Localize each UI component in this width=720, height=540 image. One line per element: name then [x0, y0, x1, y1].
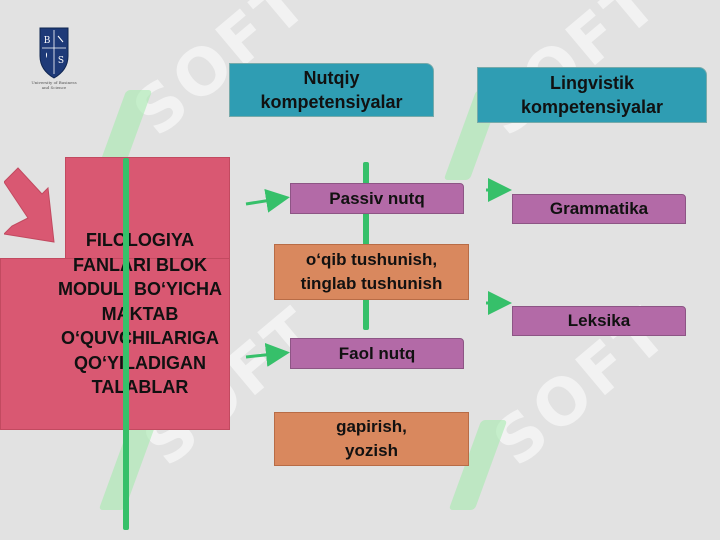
- nutqiy-header: Nutqiy kompetensiyalar: [229, 63, 434, 117]
- main-line: FANLARI BLOK: [73, 254, 207, 275]
- main-line: FILOLOGIYA: [85, 230, 195, 250]
- main-line: O‘QUVCHILARIGA: [60, 328, 219, 348]
- nutqiy-header-line: kompetensiyalar: [260, 92, 403, 112]
- passiv-nutq-box: Passiv nutq: [290, 183, 464, 214]
- main-line: MAKTAB: [101, 303, 179, 324]
- main-requirements-box: [0, 258, 230, 430]
- main-line: TALABLAR: [91, 377, 189, 397]
- main-line: QO‘YILADIGAN: [73, 352, 206, 373]
- logo-letter: S: [58, 56, 64, 66]
- main-line: MODULI BO‘YICHA: [58, 279, 222, 299]
- faol-detail-line: yozish: [345, 441, 398, 460]
- nutqiy-header-line: Nutqiy: [303, 68, 360, 88]
- logo-caption: University of Business and Science: [31, 80, 77, 90]
- red-down-right-arrow-icon: [4, 167, 55, 243]
- lingvistik-header-line: Lingvistik: [549, 73, 634, 93]
- faol-detail-box: gapirish, yozish: [274, 412, 469, 466]
- grammatika-box: Grammatika: [512, 194, 686, 224]
- lingvistik-header-line: kompetensiyalar: [520, 97, 664, 117]
- lingvistik-header: Lingvistik kompetensiyalar: [477, 67, 707, 123]
- logo-letter: B: [44, 36, 51, 46]
- arrow-to-passiv-icon: [245, 188, 290, 213]
- main-requirements-text: FILOLOGIYA FANLARI BLOK MODULI BO‘YICHA …: [40, 228, 240, 400]
- passiv-detail-box: o‘qib tushunish, tinglab tushunish: [274, 244, 469, 300]
- leksika-box: Leksika: [512, 306, 686, 336]
- university-shield-logo: B S: [39, 27, 69, 79]
- faol-nutq-box: Faol nutq: [290, 338, 464, 369]
- arrow-to-faol-icon: [245, 342, 290, 367]
- faol-detail-line: gapirish,: [336, 417, 407, 436]
- passiv-detail-line: o‘qib tushunish,: [305, 250, 438, 269]
- passiv-detail-line: tinglab tushunish: [300, 274, 443, 293]
- vertical-connector: [123, 158, 129, 530]
